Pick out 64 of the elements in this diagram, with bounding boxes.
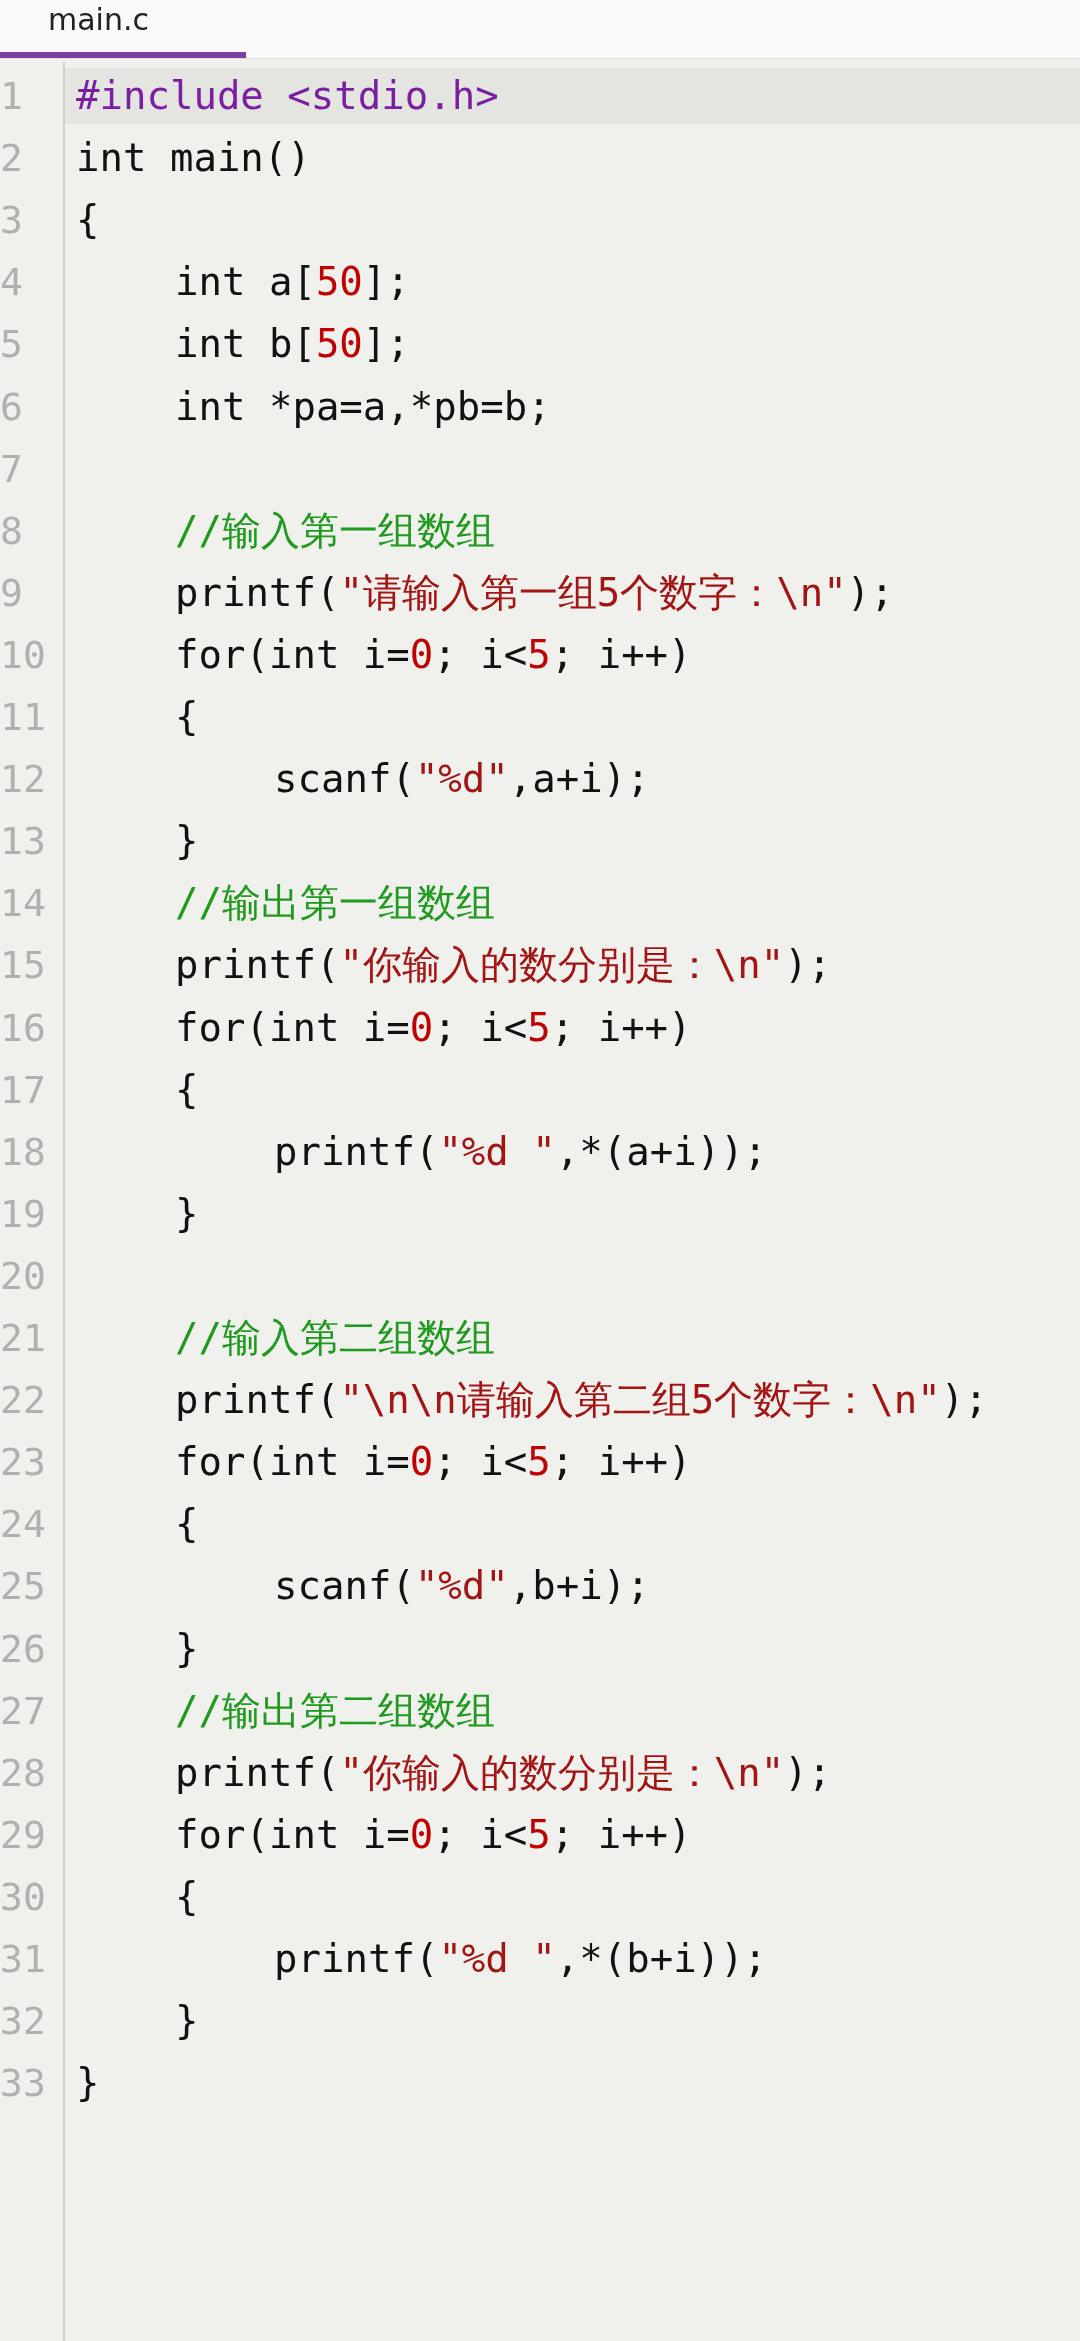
code-line: {: [175, 693, 199, 741]
code-line: for(int i=0; i<5; i++): [175, 1003, 692, 1052]
code-line: printf("你输入的数分别是：\n");: [175, 941, 832, 990]
line-number: 16: [0, 1004, 47, 1052]
line-number: 4: [0, 259, 24, 307]
code-line: {: [175, 1500, 199, 1549]
line-number: 23: [0, 1439, 47, 1487]
code-line: }: [76, 2059, 100, 2108]
line-number: 8: [0, 507, 24, 555]
line-number: 22: [0, 1377, 47, 1425]
line-number: 29: [0, 1811, 47, 1859]
code-line: int a[50];: [175, 258, 410, 307]
code-line: int main(): [76, 134, 311, 183]
line-number: 12: [0, 756, 47, 804]
line-number: 32: [0, 1998, 47, 2046]
line-number: 11: [0, 694, 47, 741]
line-number: 7: [0, 445, 24, 493]
line-number: 10: [0, 631, 47, 679]
code-line: //输出第一组数组: [175, 879, 495, 928]
line-number: 19: [0, 1190, 47, 1238]
line-number: 15: [0, 942, 47, 990]
code-line: printf("请输入第一组5个数字：\n");: [175, 568, 894, 617]
code-line: //输入第二组数组: [175, 1314, 495, 1362]
code-line: for(int i=0; i<5; i++): [175, 1810, 692, 1859]
code-line: }: [175, 1624, 199, 1673]
line-number: 28: [0, 1749, 47, 1797]
line-number: 9: [0, 569, 24, 617]
code-line: scanf("%d",b+i);: [274, 1562, 650, 1611]
line-number: 17: [0, 1066, 47, 1114]
line-number: 20: [0, 1252, 47, 1300]
code-line: }: [175, 1997, 199, 2046]
code-line: {: [76, 196, 100, 245]
line-number: 25: [0, 1563, 47, 1611]
code-line: printf("\n\n请输入第二组5个数字：\n");: [175, 1376, 988, 1425]
line-number: 1: [0, 73, 24, 120]
code-line: printf("%d ",*(a+i));: [274, 1127, 768, 1176]
code-line: }: [175, 817, 199, 866]
code-line: //输入第一组数组: [175, 506, 495, 555]
code-line: }: [175, 1189, 199, 1238]
code-line: //输出第二组数组: [175, 1686, 495, 1735]
code-line: {: [175, 1872, 199, 1921]
line-number: 6: [0, 383, 24, 431]
line-number: 27: [0, 1687, 47, 1735]
line-number: 24: [0, 1501, 47, 1549]
line-number: 13: [0, 818, 47, 866]
code-line: #include <stdio.h>: [76, 72, 499, 120]
line-number: 14: [0, 880, 47, 928]
code-line: int *pa=a,*pb=b;: [175, 382, 551, 431]
line-number: 18: [0, 1128, 47, 1176]
code-line: {: [175, 1065, 199, 1114]
line-number: 3: [0, 197, 24, 245]
code-line: printf("%d ",*(b+i));: [274, 1935, 768, 1983]
line-number: 2: [0, 135, 24, 183]
line-number: 30: [0, 1873, 47, 1921]
code-line: scanf("%d",a+i);: [274, 755, 650, 804]
code-line: int b[50];: [175, 320, 410, 369]
line-number: 5: [0, 321, 24, 369]
code-line: printf("你输入的数分别是：\n");: [175, 1748, 832, 1797]
line-number: 26: [0, 1625, 47, 1673]
line-number: 21: [0, 1315, 47, 1362]
code-line: for(int i=0; i<5; i++): [175, 630, 692, 679]
code-line: for(int i=0; i<5; i++): [175, 1438, 692, 1487]
line-number: 33: [0, 2060, 47, 2108]
line-number: 31: [0, 1936, 47, 1983]
